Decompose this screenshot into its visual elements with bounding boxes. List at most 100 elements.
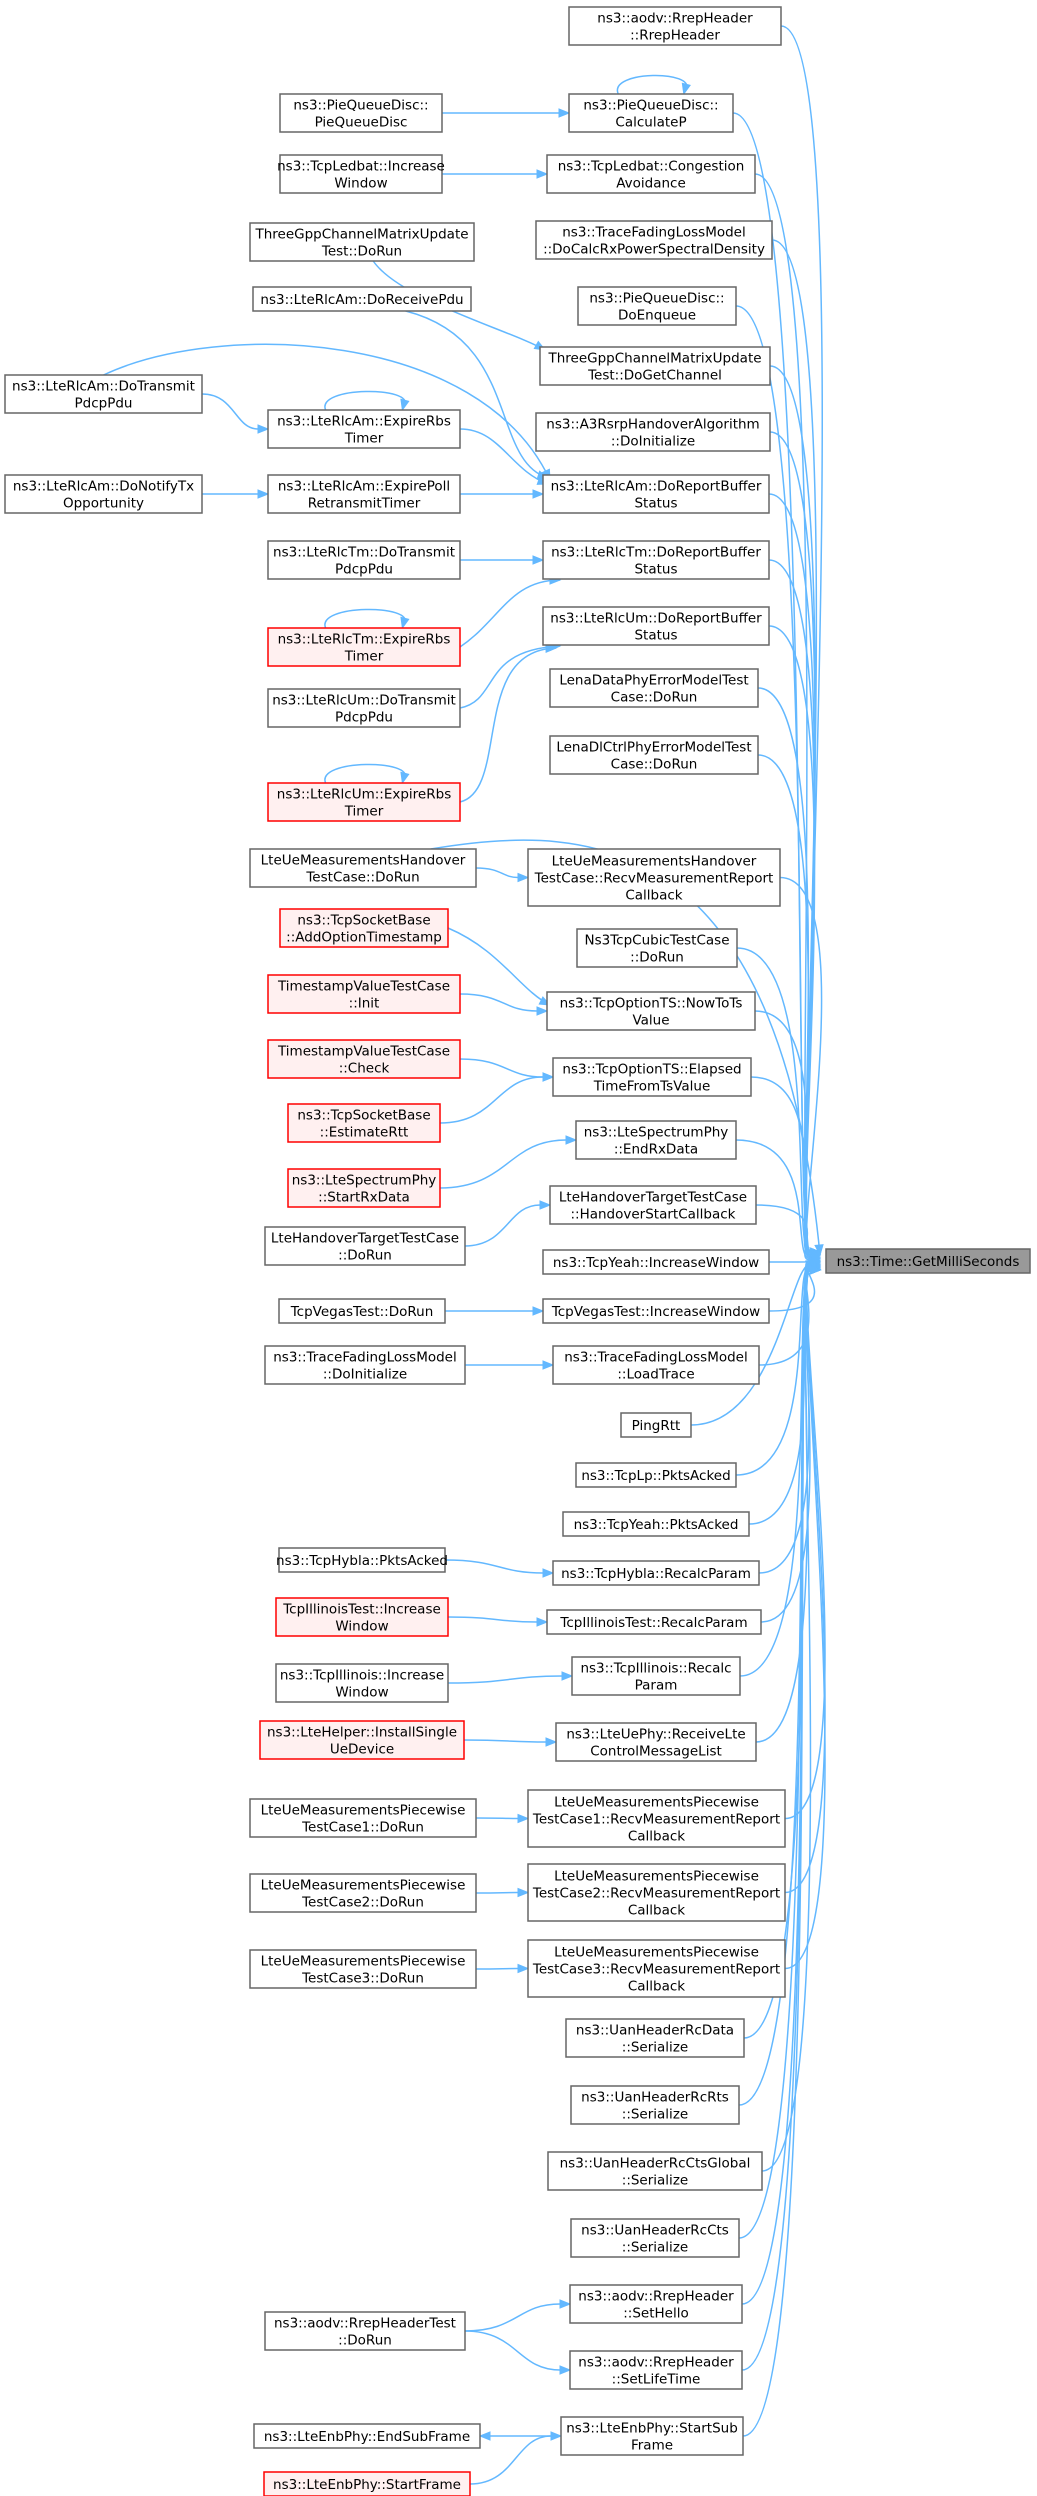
function-node[interactable]: ns3::TraceFadingLossModel::DoInitialize — [264, 1345, 466, 1385]
call-edge — [459, 647, 557, 803]
edge-arrowhead — [400, 616, 410, 630]
function-node[interactable]: PingRtt — [620, 1412, 692, 1438]
function-node[interactable]: LteUeMeasurementsPiecewiseTestCase1::DoR… — [249, 1798, 477, 1838]
node-label-line: Case::DoRun — [611, 757, 698, 773]
node-box — [825, 1248, 1031, 1274]
function-node[interactable]: ThreeGppChannelMatrixUpdateTest::DoGetCh… — [539, 346, 771, 386]
function-node[interactable]: ns3::TcpSocketBase::AddOptionTimestamp — [279, 908, 449, 948]
function-node[interactable]: LteUeMeasurementsPiecewiseTestCase1::Rec… — [527, 1789, 786, 1848]
node-label-line: PdcpPdu — [335, 710, 393, 726]
node-label-line: PingRtt — [632, 1418, 681, 1434]
edge-arrowhead — [559, 2365, 572, 2375]
function-node[interactable]: ns3::aodv::RrepHeader::SetLifeTime — [569, 2350, 743, 2390]
edge-arrowhead — [542, 1072, 555, 1082]
function-node[interactable]: ns3::UanHeaderRcData::Serialize — [565, 2018, 745, 2058]
node-label-line: TcpVegasTest::DoRun — [290, 1304, 434, 1320]
function-node[interactable]: Ns3TcpCubicTestCase::DoRun — [576, 928, 738, 968]
edge-arrowhead — [478, 2431, 491, 2441]
function-node[interactable]: TimestampValueTestCase::Check — [267, 1039, 461, 1079]
function-node[interactable]: LteUeMeasurementsPiecewiseTestCase3::DoR… — [249, 1949, 477, 1989]
function-node[interactable]: LteUeMeasurementsPiecewiseTestCase2::DoR… — [249, 1873, 477, 1913]
call-edge — [405, 310, 549, 479]
node-label-line: ns3::A3RsrpHandoverAlgorithm — [546, 417, 759, 433]
function-node[interactable]: ns3::TcpYeah::PktsAcked — [562, 1511, 750, 1537]
node-label-line: ::DoRun — [338, 2333, 392, 2349]
edge-arrowhead — [257, 424, 270, 434]
node-label-line: ::RrepHeader — [630, 28, 720, 44]
function-node[interactable]: LteUeMeasurementsPiecewiseTestCase2::Rec… — [527, 1863, 786, 1922]
target-function-node[interactable]: ns3::Time::GetMilliSeconds — [825, 1248, 1031, 1274]
function-node[interactable]: ns3::UanHeaderRcCtsGlobal::Serialize — [547, 2151, 763, 2191]
function-node[interactable]: ns3::TraceFadingLossModel::LoadTrace — [552, 1345, 760, 1385]
function-node[interactable]: ns3::LteUePhy::ReceiveLteControlMessageL… — [555, 1722, 757, 1762]
function-node[interactable]: TcpIllinoisTest::RecalcParam — [546, 1609, 762, 1635]
function-node[interactable]: ns3::TcpHybla::RecalcParam — [552, 1560, 760, 1586]
function-node[interactable]: ns3::A3RsrpHandoverAlgorithm::DoInitiali… — [535, 412, 771, 452]
node-box — [267, 409, 461, 449]
function-node[interactable]: LteHandoverTargetTestCase::DoRun — [264, 1226, 466, 1266]
node-label-line: ns3::TcpYeah::IncreaseWindow — [553, 1255, 759, 1271]
node-label-line: LteUeMeasurementsPiecewise — [261, 1954, 466, 1970]
edge-to-target — [690, 1263, 811, 1426]
call-edge — [475, 867, 519, 879]
function-node[interactable]: ns3::PieQueueDisc::PieQueueDisc — [279, 93, 443, 133]
function-node[interactable]: ns3::LteEnbPhy::StartFrame — [263, 2471, 471, 2496]
function-node[interactable]: LteHandoverTargetTestCase::HandoverStart… — [549, 1185, 757, 1225]
node-label-line: Timer — [344, 649, 384, 665]
function-node[interactable]: ns3::aodv::RrepHeader::RrepHeader — [568, 6, 782, 46]
node-label-line: TestCase2::RecvMeasurementReport — [532, 1886, 780, 1902]
function-node[interactable]: ns3::LteRlcAm::DoReceivePdu — [252, 286, 472, 312]
function-node[interactable]: ns3::aodv::RrepHeader::SetHello — [569, 2284, 743, 2324]
function-node[interactable]: ns3::PieQueueDisc::CalculateP — [568, 93, 734, 133]
function-node[interactable]: ns3::TcpSocketBase::EstimateRtt — [287, 1103, 441, 1143]
function-node[interactable]: ns3::PieQueueDisc::DoEnqueue — [577, 286, 737, 326]
function-node[interactable]: ns3::LteSpectrumPhy::EndRxData — [575, 1120, 737, 1160]
node-label-line: TestCase2::DoRun — [301, 1895, 424, 1911]
function-node[interactable]: ns3::TraceFadingLossModel::DoCalcRxPower… — [535, 220, 773, 260]
node-label-line: ControlMessageList — [590, 1744, 722, 1760]
function-node[interactable]: LteUeMeasurementsPiecewiseTestCase3::Rec… — [527, 1939, 786, 1998]
node-label-line: ns3::UanHeaderRcRts — [581, 2090, 729, 2106]
function-node[interactable]: ns3::TcpHybla::PktsAcked — [276, 1547, 448, 1573]
function-node[interactable]: TimestampValueTestCase::Init — [267, 974, 461, 1014]
function-node[interactable]: ns3::LteEnbPhy::EndSubFrame — [253, 2423, 481, 2449]
function-node[interactable]: ns3::UanHeaderRcCts::Serialize — [570, 2218, 740, 2258]
function-node[interactable]: ns3::TcpIllinois::IncreaseWindow — [275, 1663, 449, 1703]
node-label-line: TestCase::RecvMeasurementReport — [534, 871, 774, 887]
function-node[interactable]: ns3::TcpLp::PktsAcked — [575, 1462, 737, 1488]
function-node[interactable]: ns3::LteSpectrumPhy::StartRxData — [287, 1168, 441, 1208]
function-node[interactable]: LteUeMeasurementsHandoverTestCase::RecvM… — [527, 848, 781, 907]
node-label-line: ns3::TcpLedbat::Increase — [277, 159, 445, 175]
function-node[interactable]: TcpVegasTest::DoRun — [278, 1298, 446, 1324]
edge-to-target — [754, 1010, 811, 1257]
function-node[interactable]: ns3::TcpYeah::IncreaseWindow — [542, 1249, 770, 1275]
function-node[interactable]: TcpVegasTest::IncreaseWindow — [542, 1298, 770, 1324]
function-node[interactable]: ns3::aodv::RrepHeaderTest::DoRun — [264, 2311, 466, 2351]
node-box — [542, 606, 770, 646]
function-node[interactable]: ns3::TcpIllinois::RecalcParam — [571, 1656, 741, 1696]
function-node[interactable]: TcpIllinoisTest::IncreaseWindow — [275, 1597, 449, 1637]
function-node[interactable]: ns3::UanHeaderRcRts::Serialize — [570, 2085, 740, 2125]
function-node[interactable]: ns3::TcpLedbat::IncreaseWindow — [277, 154, 445, 194]
node-label-line: LteUeMeasurementsPiecewise — [261, 1803, 466, 1819]
